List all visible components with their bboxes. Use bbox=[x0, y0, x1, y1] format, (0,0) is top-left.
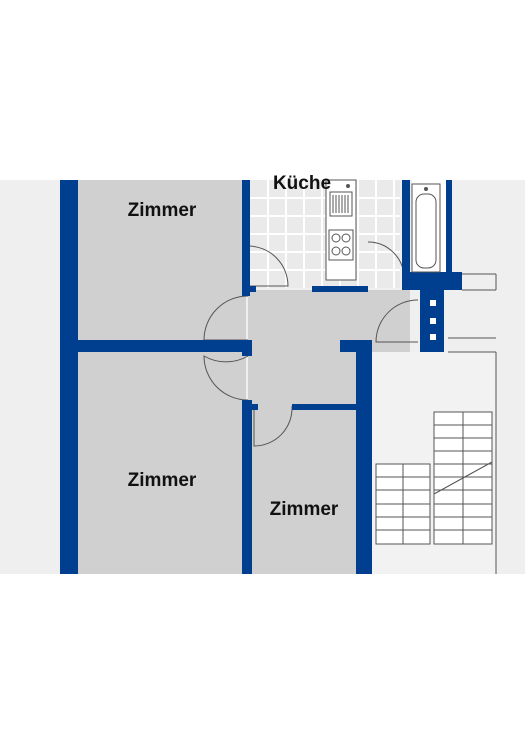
kitchen-tiles bbox=[250, 180, 400, 288]
room-label-kueche: Küche bbox=[273, 173, 331, 194]
room-floor-zimmer-top-left bbox=[78, 180, 246, 340]
staircase-icon bbox=[375, 411, 493, 545]
bathtub-icon bbox=[411, 183, 441, 273]
stairwell-outline bbox=[448, 273, 497, 574]
sink-icon bbox=[329, 184, 353, 217]
room-label-zimmer-bottom-left: Zimmer bbox=[128, 470, 197, 491]
room-floor-zimmer-bottom-middle bbox=[252, 410, 357, 574]
wall-openings bbox=[430, 300, 436, 340]
room-label-zimmer-top-left: Zimmer bbox=[128, 200, 197, 221]
kitchen-counter bbox=[325, 179, 357, 281]
stove-icon bbox=[328, 229, 354, 261]
walls bbox=[60, 180, 462, 574]
room-label-zimmer-bottom-middle: Zimmer bbox=[270, 499, 339, 520]
room-floor-zimmer-bottom-left bbox=[78, 352, 246, 574]
